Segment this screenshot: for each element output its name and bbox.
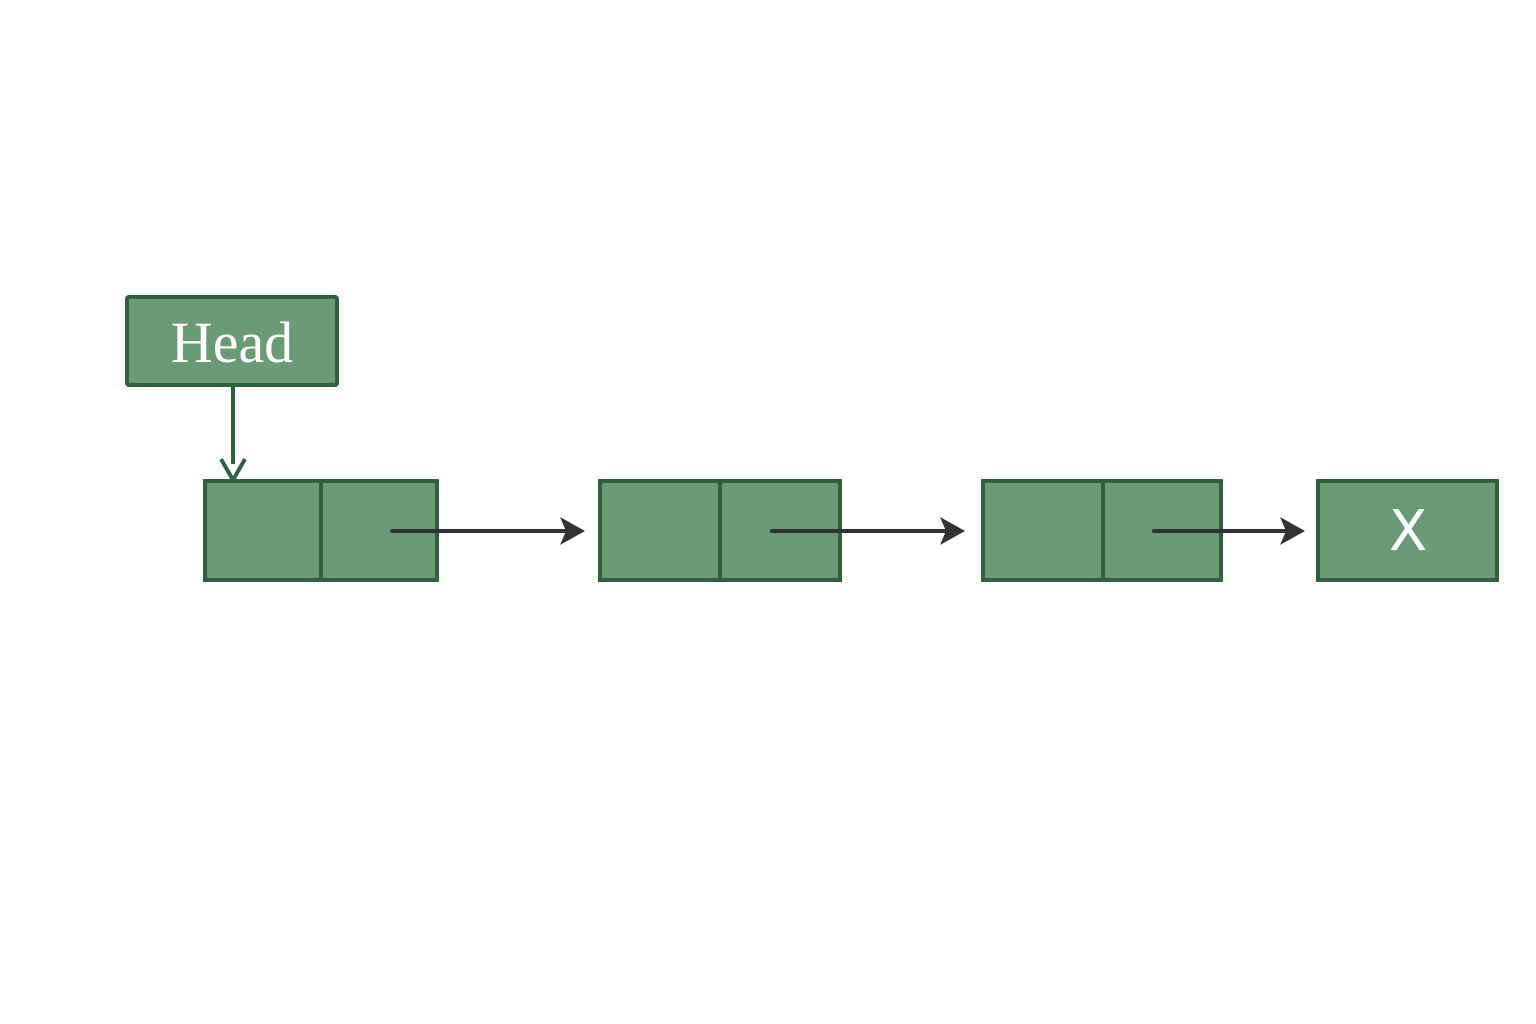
head-label: Head [171,310,293,375]
null-label: X [1389,499,1427,564]
node-data-cell [203,479,323,582]
arrow-head [940,517,965,545]
head-box [125,295,339,387]
null-terminator: X [1316,479,1499,582]
head-pointer: Head [125,295,339,485]
arrow-head [1280,517,1305,545]
node-data-cell [981,479,1105,582]
null-box [1316,479,1499,582]
next-pointer-arrow [770,517,965,545]
node-data-cell [598,479,722,582]
next-pointer-arrow [390,517,585,545]
arrow-head [560,517,585,545]
next-pointer-arrow [1152,517,1305,545]
